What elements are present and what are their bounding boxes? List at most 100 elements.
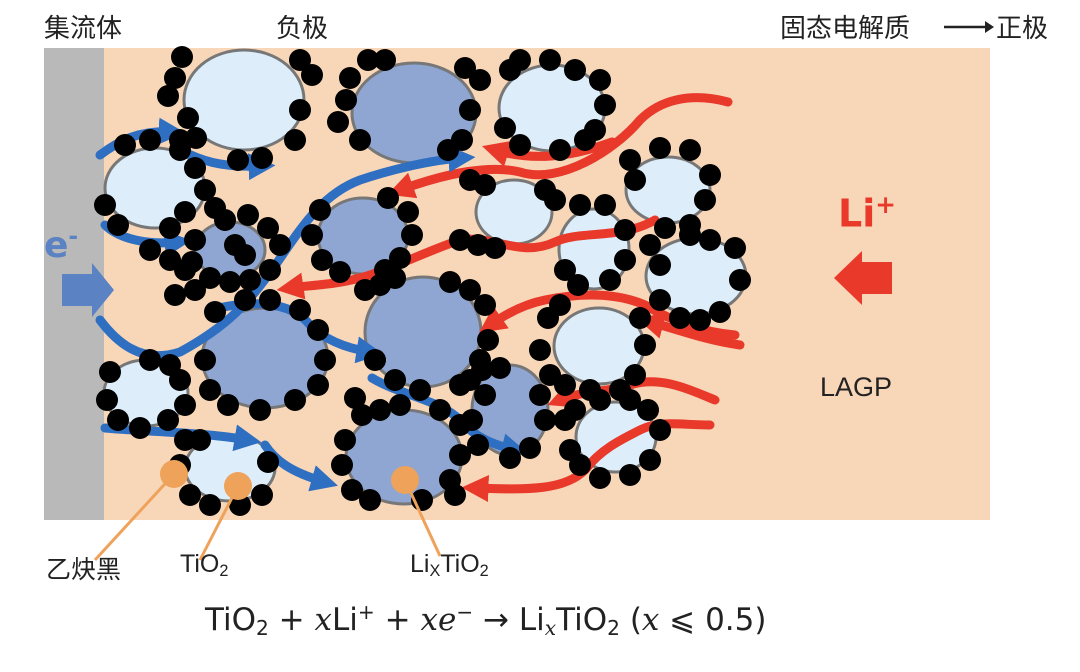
carbon-black-particle (574, 129, 596, 151)
carbon-black-particle (569, 194, 591, 216)
carbon-black-particle (624, 169, 646, 191)
carbon-black-particle (179, 484, 201, 506)
legend-markers (93, 460, 442, 562)
carbon-black-particle (477, 329, 499, 351)
carbon-black-particle (589, 69, 611, 91)
carbon-black-particle (139, 129, 161, 151)
carbon-black-particle (214, 209, 236, 231)
carbon-black-particle (251, 484, 273, 506)
carbon-black-particle (339, 67, 361, 89)
carbon-black-particle (301, 224, 323, 246)
carbon-black-particle (139, 239, 161, 261)
lithium-ion-label: Li+ (838, 190, 896, 236)
carbon-black-particle (389, 394, 411, 416)
carbon-black-particle (549, 139, 571, 161)
carbon-black-particle (679, 139, 701, 161)
carbon-black-particle (334, 429, 356, 451)
carbon-black-particle (331, 454, 353, 476)
tio2-label: TiO2 (180, 550, 229, 581)
carbon-black-particle (174, 201, 196, 223)
current-collector-label: 集流体 (44, 14, 123, 44)
carbon-black-particle (204, 301, 226, 323)
carbon-black-particle (384, 369, 406, 391)
carbon-black-particle (219, 271, 241, 293)
carbon-black-particle (474, 294, 496, 316)
carbon-black-particle (559, 439, 581, 461)
carbon-black-particle (129, 417, 151, 439)
carbon-black-particle (171, 46, 193, 68)
carbon-black-particle (164, 67, 186, 89)
carbon-black-particle (529, 339, 551, 361)
lixtio2-particles (193, 61, 550, 506)
carbon-black-particle (429, 399, 451, 421)
carbon-black-particle (259, 289, 281, 311)
carbon-black-particle (649, 289, 671, 311)
carbon-black-particle (377, 187, 399, 209)
carbon-black-particle (259, 259, 281, 281)
carbon-black-particle (484, 237, 506, 259)
carbon-black-particle (437, 139, 459, 161)
carbon-black-particle (184, 157, 206, 179)
carbon-black-particle (694, 189, 716, 211)
carbon-black-particle (185, 127, 207, 149)
carbon-black-particle (99, 361, 121, 383)
carbon-black-particle (494, 117, 516, 139)
carbon-black-particle (529, 384, 551, 406)
lixtio2-label: LiXTiO2 (410, 550, 489, 581)
carbon-black-particle (614, 219, 636, 241)
carbon-black-particle (194, 179, 216, 201)
carbon-black-particle (594, 194, 616, 216)
carbon-black-particle (467, 234, 489, 256)
carbon-black-particle (539, 364, 561, 386)
carbon-black-particle (364, 349, 386, 371)
carbon-black-particle (217, 394, 239, 416)
carbon-black-particle (234, 289, 256, 311)
carbon-black-particle (139, 349, 161, 371)
carbon-black-particle (649, 137, 671, 159)
long-arrow-icon (944, 21, 994, 33)
carbon-black-particle (699, 164, 721, 186)
carbon-black-particle (249, 399, 271, 421)
carbon-black-particle (349, 129, 371, 151)
carbon-black-particle (174, 394, 196, 416)
carbon-black-particle (341, 479, 363, 501)
carbon-black-particle (96, 389, 118, 411)
carbon-black-particle (251, 147, 273, 169)
carbon-black-particle (469, 69, 491, 91)
carbon-black-particle (314, 349, 336, 371)
carbon-black-particle (509, 49, 531, 71)
carbon-black-particle (589, 467, 611, 489)
carbon-black-particle (649, 254, 671, 276)
carbon-black-particle (689, 309, 711, 331)
carbon-black-particle (237, 204, 259, 226)
carbon-black-particle (284, 389, 306, 411)
carbon-black-particle (409, 379, 431, 401)
carbon-black-label: 乙炔黑 (46, 555, 122, 584)
carbon-black-particle (369, 399, 391, 421)
carbon-black-particle (619, 149, 641, 171)
reaction-equation: TiO2 + xLi+ + xe− → LixTiO2 (x ⩽ 0.5) (205, 600, 767, 641)
carbon-black-particle (307, 374, 329, 396)
carbon-black-particle (227, 149, 249, 171)
carbon-black-particle (469, 349, 491, 371)
lagp-label: LAGP (820, 372, 893, 402)
lithium-flow-arrow (636, 312, 745, 350)
carbon-black-particle (169, 139, 191, 161)
carbon-black-particle (554, 259, 576, 281)
carbon-black-particle (669, 307, 691, 329)
carbon-black-particle (239, 269, 261, 291)
carbon-black-particle (199, 494, 221, 516)
carbon-black-particle (184, 279, 206, 301)
carbon-black-particle (474, 174, 496, 196)
carbon-black-particle (449, 444, 471, 466)
carbon-black-particle (567, 274, 589, 296)
carbon-black-particle (614, 249, 636, 271)
carbon-black-particle (357, 49, 379, 71)
carbon-black-particle (564, 59, 586, 81)
carbon-black-particle (257, 451, 279, 473)
carbon-black-particle (649, 419, 671, 441)
carbon-black-particle (157, 85, 179, 107)
carbon-black-particle (289, 299, 311, 321)
carbon-black-particle (309, 199, 331, 221)
carbon-black-particle (94, 194, 116, 216)
